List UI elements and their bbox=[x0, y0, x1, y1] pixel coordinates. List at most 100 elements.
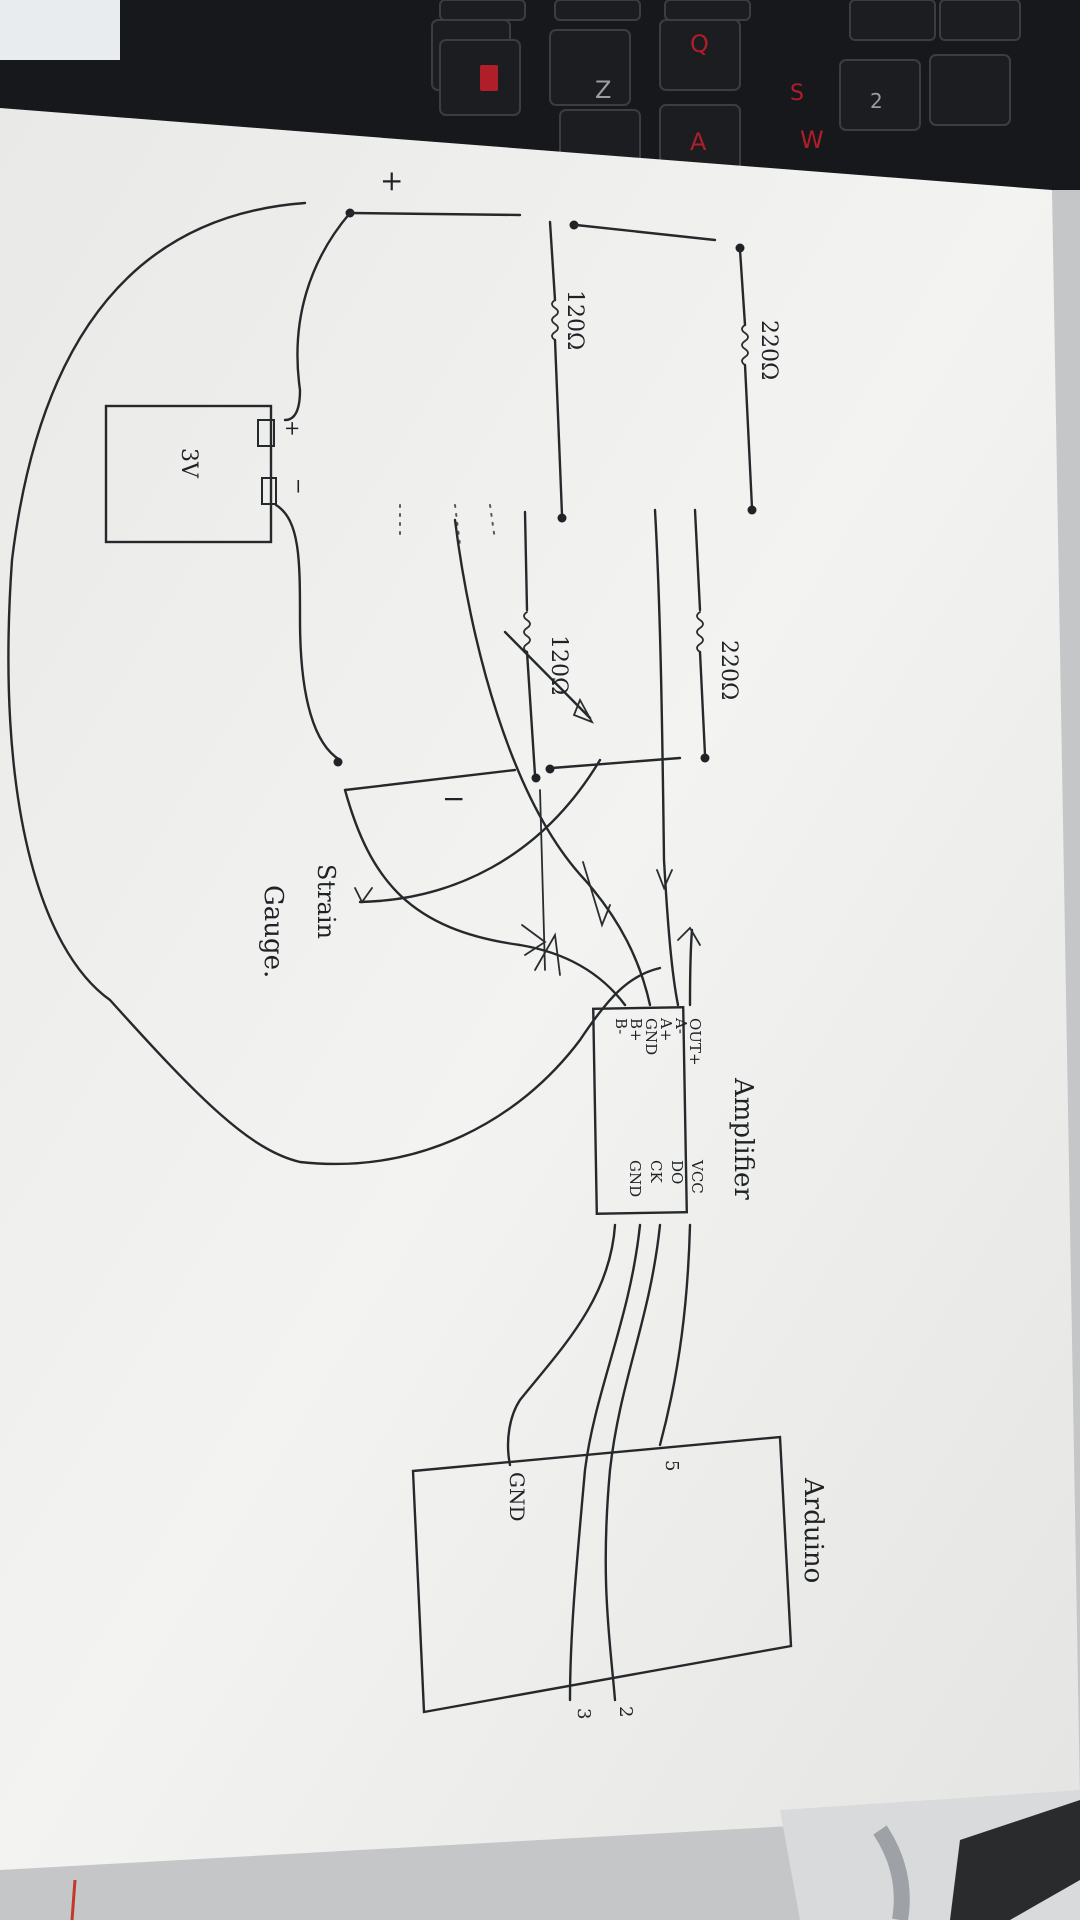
amplifier-board bbox=[592, 1006, 689, 1215]
wire-vcc bbox=[658, 1223, 692, 1447]
bridge-circuit bbox=[7, 201, 793, 1714]
arrowhead bbox=[582, 861, 611, 928]
amp-pin-label: A+ bbox=[657, 1017, 675, 1041]
key-label: S bbox=[790, 81, 804, 106]
r-left-label: 120Ω bbox=[562, 290, 587, 350]
node bbox=[557, 513, 567, 523]
wire bbox=[738, 248, 747, 327]
wire bbox=[283, 211, 352, 422]
key-label: Q bbox=[690, 30, 709, 58]
wire bbox=[539, 789, 546, 971]
wire-a-plus bbox=[358, 758, 602, 904]
amplifier-pins-left: OUT+ A- A+ GND B+ B- bbox=[612, 1017, 704, 1066]
amplifier-title: Amplifier bbox=[728, 1077, 758, 1200]
resistor-zigzag bbox=[551, 299, 559, 341]
battery bbox=[104, 404, 273, 544]
battery-plus-label: + bbox=[281, 420, 305, 437]
arduino-pin-3-label: 3 bbox=[573, 1708, 594, 1719]
keyboard-key bbox=[439, 0, 526, 21]
node bbox=[735, 243, 745, 253]
key-label: A bbox=[690, 128, 707, 156]
r-bottom-label: 120Ω bbox=[546, 635, 571, 695]
wire bbox=[574, 223, 717, 242]
arrowhead bbox=[656, 869, 673, 891]
keyboard-key bbox=[929, 54, 1011, 126]
wire-a-minus bbox=[453, 518, 652, 1007]
strain-label: Strain bbox=[312, 864, 340, 939]
keyboard-key bbox=[554, 0, 641, 21]
node-minus bbox=[333, 757, 343, 767]
dotted-line bbox=[489, 504, 496, 541]
amp-pin-label: DO bbox=[668, 1160, 686, 1184]
minus-label: − bbox=[442, 782, 465, 815]
key-label: W bbox=[800, 126, 824, 154]
wire bbox=[274, 503, 342, 762]
node bbox=[700, 753, 710, 763]
arrowhead bbox=[354, 887, 373, 904]
arduino-gnd-label: GND bbox=[505, 1472, 529, 1522]
wire-out bbox=[653, 508, 680, 1007]
wire bbox=[693, 508, 702, 612]
wire bbox=[548, 220, 557, 302]
arduino-pin-5v-label: 5 bbox=[661, 1460, 682, 1471]
arrowhead bbox=[534, 932, 561, 976]
battery-voltage-label: 3V bbox=[176, 448, 201, 479]
wire bbox=[743, 363, 754, 510]
resistor-zigzag bbox=[696, 611, 704, 653]
amp-pin-label: CK bbox=[647, 1160, 665, 1183]
arrowhead bbox=[677, 926, 701, 946]
node bbox=[531, 773, 541, 783]
amp-pin-label: OUT+ bbox=[686, 1018, 704, 1066]
desk-object bbox=[950, 1800, 1080, 1920]
amplifier-pins-right: VCC DO CK GND bbox=[626, 1159, 706, 1197]
wire bbox=[343, 768, 517, 792]
wire bbox=[550, 756, 682, 770]
red-line bbox=[70, 1879, 77, 1920]
keyboard-key bbox=[664, 0, 751, 21]
amp-pin-label: GND bbox=[642, 1018, 660, 1055]
wire-ck bbox=[568, 1223, 642, 1702]
paper-scrap bbox=[0, 0, 120, 60]
keyboard-key bbox=[659, 19, 741, 91]
resistor-variable-arrow bbox=[503, 630, 592, 720]
keyboard-key bbox=[849, 0, 936, 41]
keyboard-key bbox=[839, 59, 921, 131]
r-right-label: 220Ω bbox=[716, 640, 741, 700]
wire bbox=[525, 650, 537, 777]
keyboard-key bbox=[549, 29, 631, 106]
key-label: 2 bbox=[870, 89, 883, 113]
gauge-label: Gauge. bbox=[258, 885, 288, 978]
arduino-board bbox=[411, 1435, 793, 1714]
wire-gnd-arduino bbox=[506, 1223, 617, 1467]
wire bbox=[688, 928, 694, 1007]
keyboard-key bbox=[939, 0, 1021, 41]
amp-pin-label: B- bbox=[612, 1018, 630, 1034]
return-wire bbox=[7, 201, 662, 1166]
windows-key-icon bbox=[480, 65, 498, 91]
wire-gnd bbox=[343, 788, 627, 1007]
resistor-zigzag bbox=[523, 611, 531, 653]
arrowhead bbox=[572, 697, 594, 724]
wire bbox=[348, 211, 522, 217]
amp-pin-label: A- bbox=[672, 1017, 690, 1034]
battery-terminal bbox=[261, 477, 277, 505]
battery-minus-label: − bbox=[287, 478, 311, 495]
node bbox=[545, 764, 555, 774]
wire bbox=[523, 510, 529, 612]
key-label: Z bbox=[595, 76, 611, 104]
dotted-line bbox=[454, 504, 461, 546]
resistor-zigzag bbox=[741, 324, 749, 366]
battery-terminal bbox=[257, 419, 275, 447]
arduino-pin-2-label: 2 bbox=[615, 1706, 636, 1717]
paper-sheet bbox=[0, 108, 1080, 1870]
wire bbox=[698, 650, 707, 757]
node bbox=[569, 220, 579, 230]
amp-pin-label: VCC bbox=[688, 1159, 706, 1194]
wire-do bbox=[604, 1223, 662, 1702]
keyboard: Q W A S Z 2 bbox=[0, 0, 1080, 190]
amp-pin-label: GND bbox=[626, 1160, 644, 1197]
plus-label: + bbox=[380, 164, 403, 197]
cable bbox=[873, 1825, 910, 1920]
wire bbox=[553, 338, 564, 517]
